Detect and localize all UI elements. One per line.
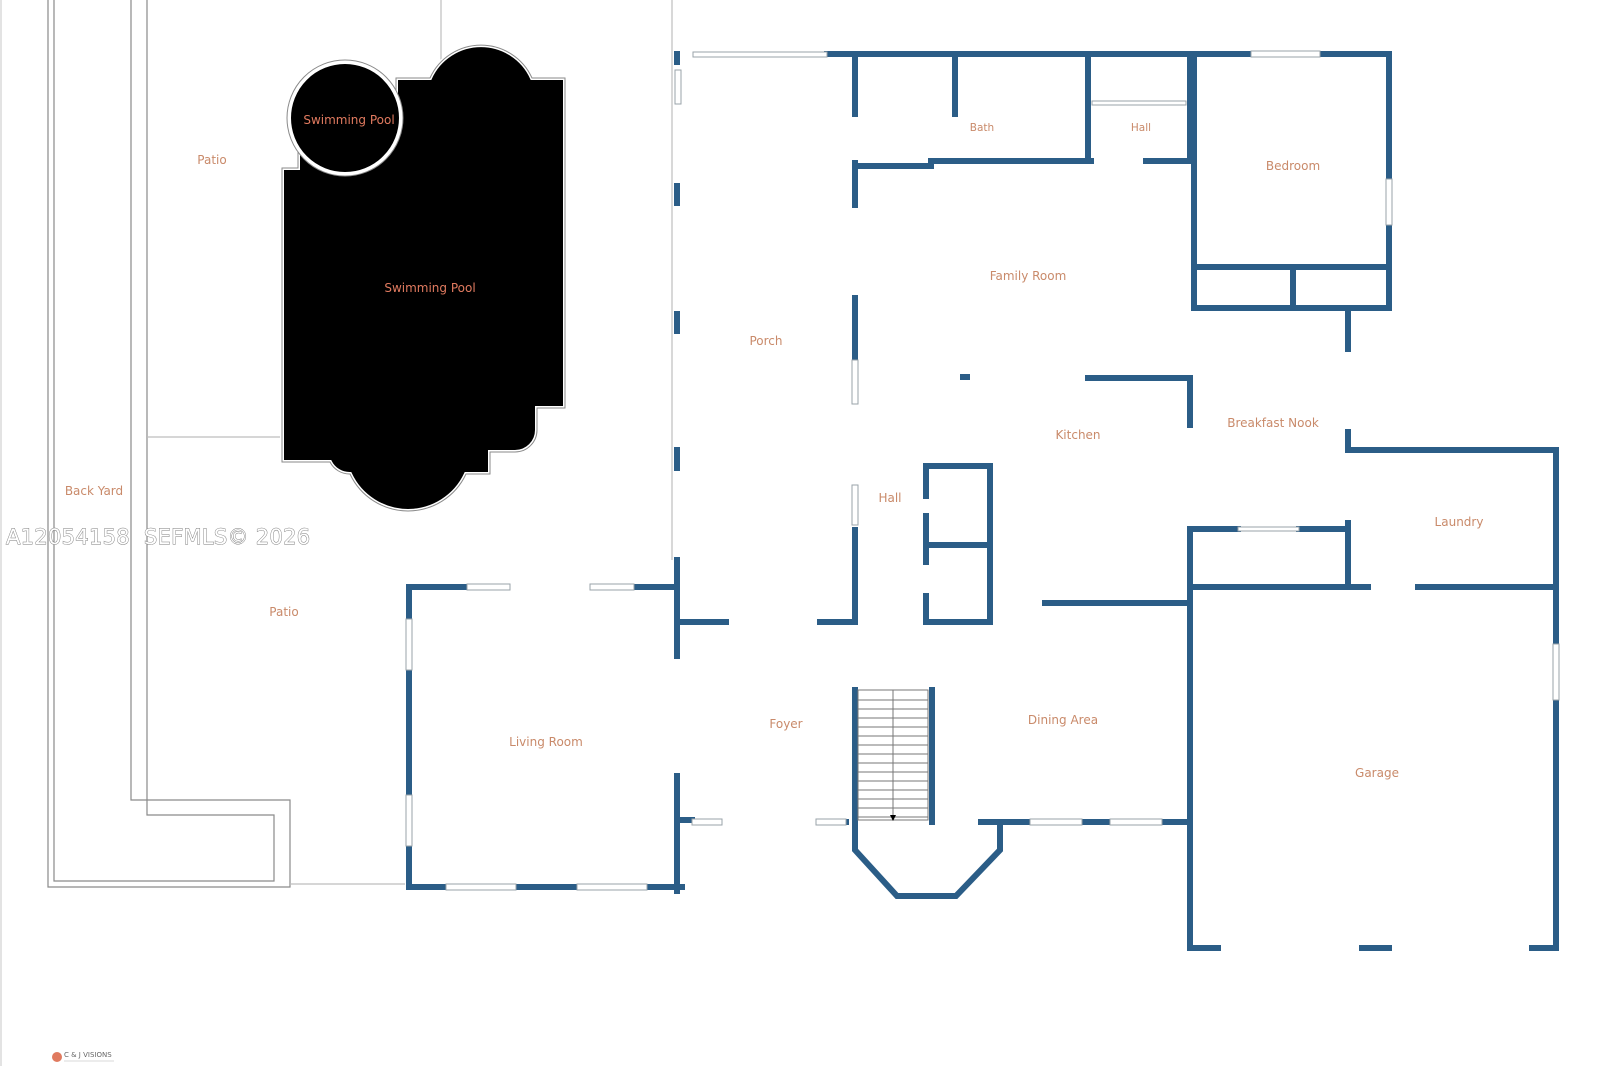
room-label-hall-top: Hall	[1131, 122, 1151, 134]
logo-text: C & J VISIONS	[64, 1051, 112, 1059]
room-label-kitchen: Kitchen	[1055, 428, 1100, 442]
room-label-porch: Porch	[749, 334, 782, 348]
room-label-swimming-pool-spa: Swimming Pool	[303, 113, 394, 127]
room-label-laundry: Laundry	[1435, 515, 1484, 529]
room-label-patio-top: Patio	[197, 153, 226, 167]
company-logo: C & J VISIONS	[52, 1051, 114, 1062]
room-label-dining-area: Dining Area	[1028, 713, 1098, 727]
room-label-living-room: Living Room	[509, 735, 583, 749]
room-label-breakfast-nook: Breakfast Nook	[1227, 416, 1319, 430]
logo-dot-icon	[52, 1052, 62, 1062]
room-label-garage: Garage	[1355, 766, 1399, 780]
room-label-back-yard: Back Yard	[65, 484, 123, 498]
room-label-bath: Bath	[970, 122, 994, 134]
room-label-swimming-pool-main: Swimming Pool	[384, 281, 475, 295]
room-label-bedroom: Bedroom	[1266, 159, 1320, 173]
mls-watermark: A12054158 SEFMLS© 2026	[6, 525, 310, 549]
room-label-patio-bottom: Patio	[269, 605, 298, 619]
staircase	[857, 689, 929, 821]
walls	[406, 51, 1559, 951]
room-label-family-room: Family Room	[990, 269, 1067, 283]
yard-outlines	[47, 0, 673, 888]
windows	[405, 50, 1560, 891]
spa-circle	[287, 60, 403, 176]
room-label-hall-mid: Hall	[878, 491, 901, 505]
swimming-pool	[280, 43, 567, 513]
room-label-foyer: Foyer	[769, 717, 802, 731]
room-labels: Swimming Pool Patio Swimming Pool Back Y…	[65, 113, 1484, 780]
